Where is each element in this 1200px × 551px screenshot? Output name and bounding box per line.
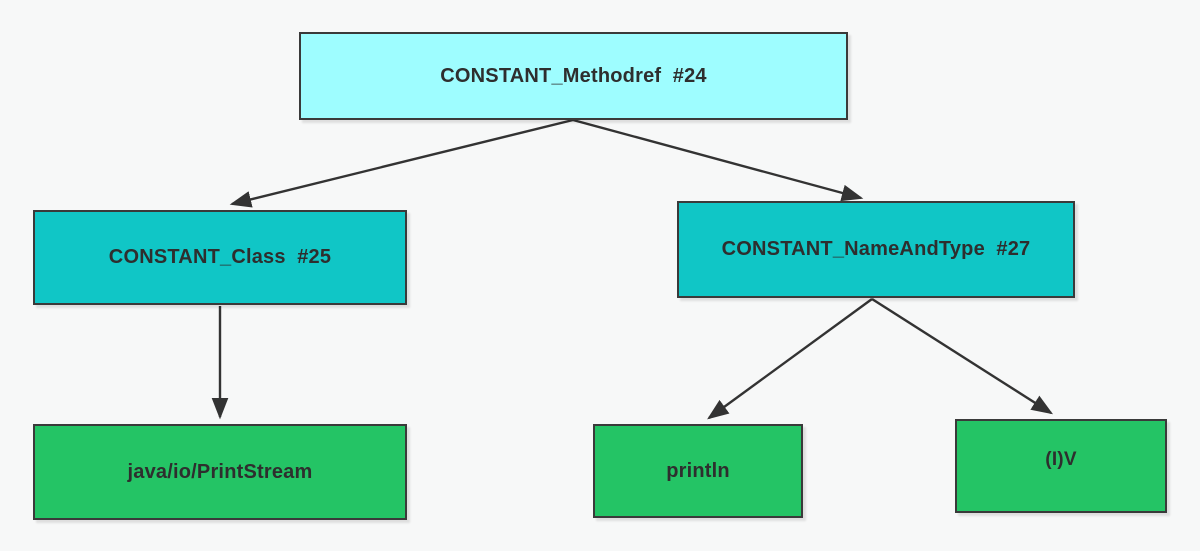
node-label: CONSTANT_Class #25 bbox=[108, 246, 332, 268]
node-label: (I)V bbox=[1045, 449, 1077, 470]
node-label: java/io/PrintStream bbox=[127, 460, 313, 483]
node-java-io-printstream: java/io/PrintStream bbox=[33, 424, 407, 520]
edge-methodref-to-class bbox=[229, 118, 574, 208]
node-constant-nameandtype: CONSTANT_NameAndType #27 bbox=[677, 201, 1075, 298]
edge-nameandtype-to-descriptor bbox=[871, 297, 1054, 415]
edge-nameandtype-to-println bbox=[707, 298, 873, 420]
node-constant-class: CONSTANT_Class #25 bbox=[33, 210, 407, 305]
node-label: CONSTANT_NameAndType #27 bbox=[721, 238, 1031, 260]
node-println: println bbox=[593, 424, 803, 518]
node-descriptor-iv: (I)V bbox=[955, 419, 1167, 513]
node-label: CONSTANT_Methodref #24 bbox=[440, 64, 707, 87]
edge-methodref-to-nameandtype bbox=[572, 118, 864, 202]
node-constant-methodref: CONSTANT_Methodref #24 bbox=[299, 32, 848, 120]
node-label: println bbox=[666, 459, 730, 482]
